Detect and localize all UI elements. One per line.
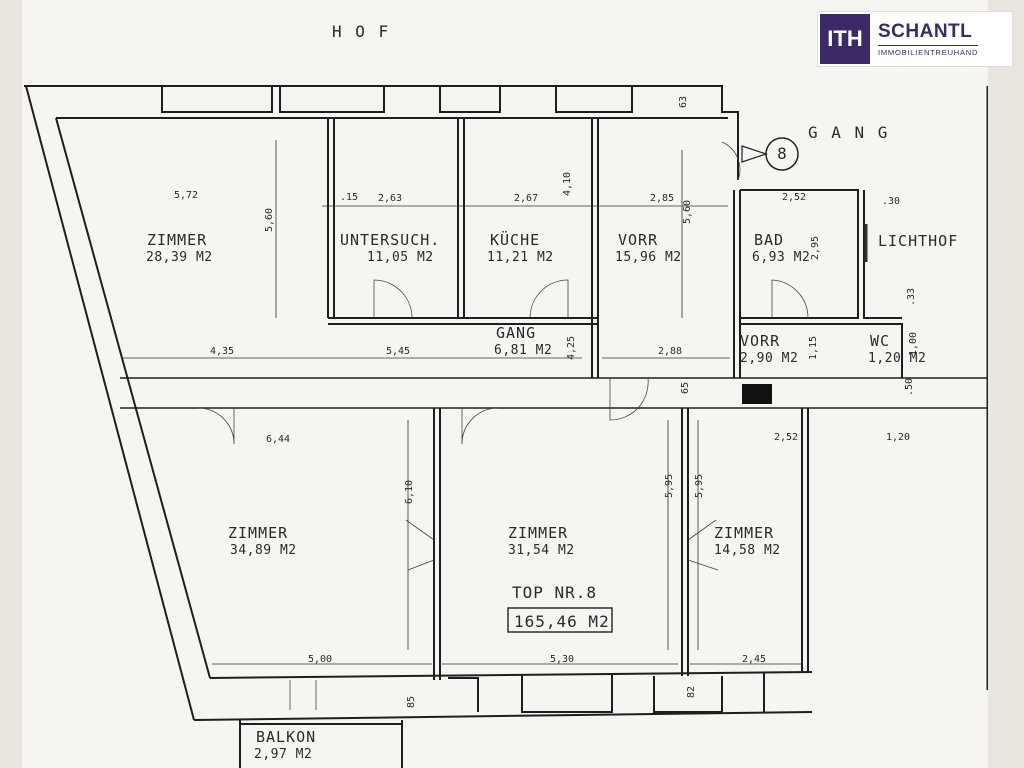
dimension-label: 63	[678, 96, 689, 108]
room-area: 14,58 M2	[714, 543, 781, 558]
wall-inner-diagonal	[55, 117, 211, 679]
dimension-label: 5,45	[386, 346, 410, 357]
dimension-label: 6,44	[266, 434, 290, 445]
room-area: 2,97 M2	[254, 747, 312, 762]
dimension-label: .50	[904, 378, 915, 396]
dimension-label: 2,95	[810, 236, 821, 260]
dimension-label: 4,35	[210, 346, 234, 357]
dimension-label: 5,60	[682, 200, 693, 224]
room-area: 6,93 M2	[752, 250, 810, 265]
room-name: ZIMMER	[508, 524, 568, 542]
dimension-label: .33	[906, 288, 917, 306]
floor-plan-drawing: H O F G A N G LICHTHOF 8 ZIMMER 28,39 M2…	[24, 22, 988, 768]
courtyard-label: H O F	[332, 22, 390, 41]
logo-subtitle: IMMOBILIENTREUHAND	[878, 45, 979, 57]
lightwell-label: LICHTHOF	[878, 232, 958, 250]
room-area: 11,21 M2	[487, 250, 554, 265]
wall-street-outer	[193, 711, 813, 721]
logo-mark-icon: ITH	[820, 14, 870, 64]
wall-street-inner	[209, 671, 813, 679]
room-area: 34,89 M2	[230, 543, 297, 558]
room-name: WC	[870, 332, 890, 350]
room-area: 11,05 M2	[367, 250, 434, 265]
dimension-label: 2,85	[650, 193, 674, 204]
dimension-label: 2,52	[774, 432, 798, 443]
brand-logo: ITH SCHANTL IMMOBILIENTREUHAND	[818, 12, 1012, 66]
dimension-label: 5,95	[694, 474, 705, 498]
walls	[24, 85, 988, 768]
wall-outer-diagonal	[25, 85, 195, 721]
unit-area-box	[507, 607, 613, 633]
dimension-label: 82	[686, 686, 697, 698]
room-name: KÜCHE	[490, 230, 540, 249]
dimension-label: 6,10	[404, 480, 415, 504]
room-name: ZIMMER	[714, 524, 774, 542]
room-area: 1,20 M2	[868, 351, 926, 366]
room-labels: ZIMMER 28,39 M2 UNTERSUCH. 11,05 M2 KÜCH…	[146, 230, 926, 762]
dimension-labels: 5,72 5,60 2,63 2,67 4,10 2,85 5,60 2,52 …	[174, 96, 919, 708]
dimension-label: 5,00	[308, 654, 332, 665]
dimension-label: 65	[680, 382, 691, 394]
dimension-label: 1,20	[886, 432, 910, 443]
dimension-label: .15	[340, 192, 358, 203]
room-name: VORR	[740, 332, 780, 350]
logo-name: SCHANTL	[878, 21, 973, 42]
dimension-label: 5,95	[664, 474, 675, 498]
dimension-label: 5,60	[264, 208, 275, 232]
room-name: UNTERSUCH.	[340, 231, 440, 249]
shaft-block	[742, 384, 772, 404]
dimension-label: 5,72	[174, 190, 198, 201]
room-area: 6,81 M2	[494, 343, 552, 358]
dimension-label: 2,52	[782, 192, 806, 203]
dimension-label: 5,30	[550, 654, 574, 665]
room-name: ZIMMER	[147, 231, 207, 249]
room-area: 31,54 M2	[508, 543, 575, 558]
room-area: 2,90 M2	[740, 351, 798, 366]
dimension-label: 2,45	[742, 654, 766, 665]
room-area: 15,96 M2	[615, 250, 682, 265]
room-name: VORR	[618, 231, 658, 249]
dimension-lines	[122, 140, 802, 665]
dimension-label: 4,25	[566, 336, 577, 360]
room-name: GANG	[496, 324, 536, 342]
dimension-label: 1,00	[908, 332, 919, 356]
unit-label: TOP NR.8	[512, 583, 597, 602]
dimension-label: 4,10	[562, 172, 573, 196]
room-name: ZIMMER	[228, 524, 288, 542]
dimension-label: .30	[882, 196, 900, 207]
corridor-label: G A N G	[808, 123, 889, 142]
entry-symbol-label: 8	[777, 144, 789, 163]
room-area: 28,39 M2	[146, 250, 213, 265]
unit-area: 165,46 M2	[514, 612, 610, 631]
logo-text: SCHANTL IMMOBILIENTREUHAND	[878, 21, 979, 57]
dimension-label: 2,63	[378, 193, 402, 204]
room-name: BAD	[754, 231, 784, 249]
dimension-label: 2,67	[514, 193, 538, 204]
wall-courtyard	[24, 85, 739, 180]
dimension-label: 85	[406, 696, 417, 708]
dimension-label: 1,15	[808, 336, 819, 360]
entry-arrow-icon	[741, 145, 768, 163]
room-name: BALKON	[256, 728, 316, 746]
dimension-label: 2,88	[658, 346, 682, 357]
floor-plan-paper: H O F G A N G LICHTHOF 8 ZIMMER 28,39 M2…	[22, 0, 988, 768]
door-swings	[197, 141, 809, 710]
